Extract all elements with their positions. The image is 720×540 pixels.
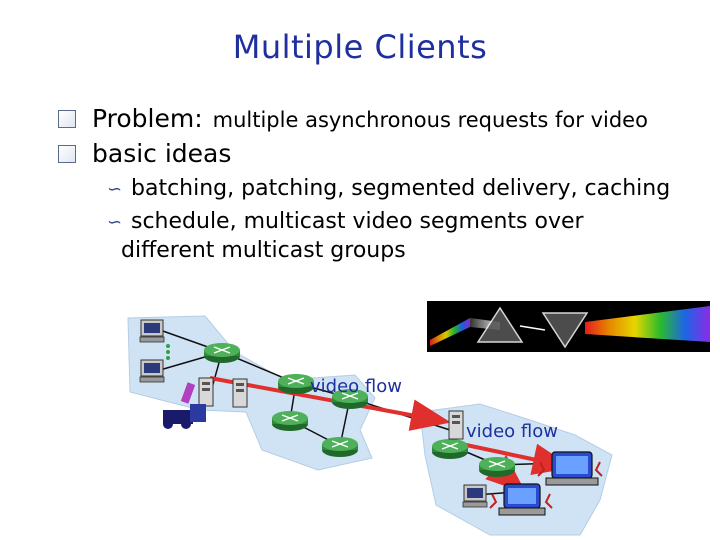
server-icon bbox=[232, 378, 248, 408]
sub-bullet-batching: ∽ batching, patching, segmented delivery… bbox=[107, 176, 670, 201]
laptop-client-icon bbox=[489, 483, 553, 516]
laptop-client-icon bbox=[537, 451, 603, 486]
checkbox-bullet-icon bbox=[58, 110, 76, 128]
router-icon bbox=[478, 456, 516, 478]
prism-image bbox=[427, 301, 710, 352]
router-icon bbox=[431, 438, 469, 460]
sub-bullet-schedule: ∽ schedule, multicast video segments ove… bbox=[107, 209, 584, 234]
bullet-problem: Problem: multiple asynchronous requests … bbox=[58, 104, 648, 133]
sub-bullet-continuation: different multicast groups bbox=[121, 238, 406, 263]
bullet-text: multiple asynchronous requests for video bbox=[212, 108, 648, 132]
video-client-laptops bbox=[489, 451, 603, 516]
sub-bullet-icon: ∽ bbox=[107, 179, 123, 200]
sub-bullet-text: batching, patching, segmented delivery, … bbox=[131, 176, 671, 201]
router-icon bbox=[277, 373, 315, 395]
sub-bullet-text: schedule, multicast video segments over bbox=[131, 209, 584, 234]
workstation-icon bbox=[139, 319, 165, 343]
hosts bbox=[139, 319, 488, 508]
router-icon bbox=[271, 410, 309, 432]
modem-link-icon bbox=[166, 344, 170, 360]
video-flow-label: video flow bbox=[466, 421, 558, 442]
video-flow-label: video flow bbox=[310, 376, 402, 397]
video-camera-icon bbox=[163, 382, 206, 429]
workstation-icon bbox=[139, 359, 165, 383]
checkbox-bullet-icon bbox=[58, 145, 76, 163]
workstation-icon bbox=[462, 484, 488, 508]
bullet-label: Problem: bbox=[92, 104, 203, 133]
slide-title: Multiple Clients bbox=[232, 28, 488, 66]
router-icon bbox=[321, 436, 359, 458]
proxy-server-icon bbox=[448, 410, 464, 440]
video-server-icon bbox=[198, 377, 214, 407]
bullet-basic-ideas: basic ideas bbox=[58, 139, 231, 168]
bullet-label: basic ideas bbox=[92, 139, 232, 168]
router-icon bbox=[203, 342, 241, 364]
sub-bullet-icon: ∽ bbox=[107, 212, 123, 233]
